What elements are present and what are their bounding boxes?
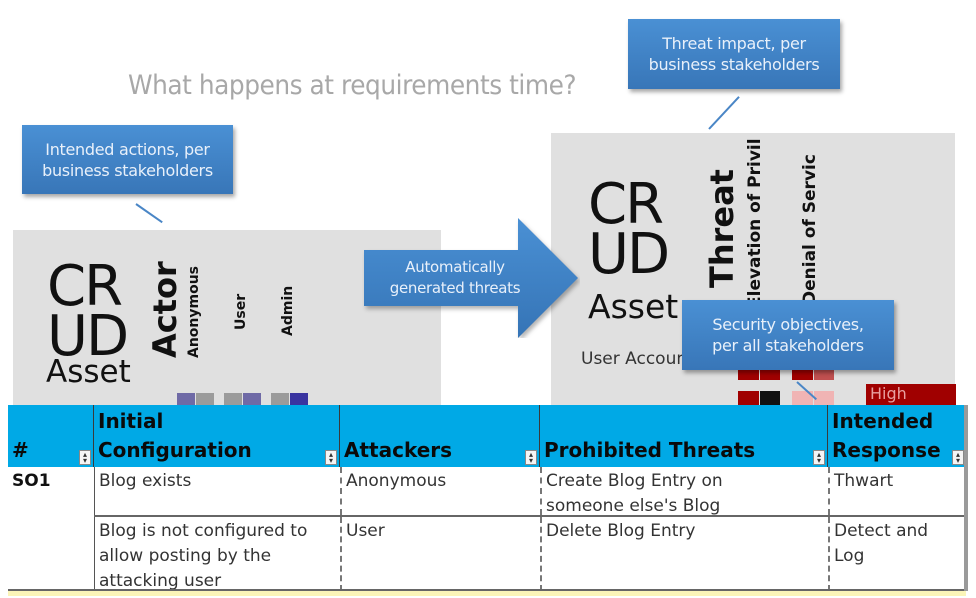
auto-generated-threats-arrow: Automatically generated threats [362,218,580,338]
threat-label-text: Elevation of Privilege [745,138,765,308]
callout-connector [135,203,163,224]
impact-cell [792,391,813,405]
cell-response: Thwart [828,467,964,515]
arrow-label: Automatically generated threats [362,250,548,306]
cell-configuration: Blog is not configured to allow posting … [94,517,340,591]
table-row: Blog exists Anonymous Create Blog Entry … [94,467,966,516]
cell-threat: Delete Blog Entry [540,517,828,591]
impact-cell [738,391,759,405]
column-header-label: # [12,438,29,462]
next-row-highlight [8,591,966,596]
column-header-label-line1: Initial [98,409,164,433]
asset-label-right: Asset [588,287,679,326]
table-right-border [964,405,968,591]
callout-line: Intended actions, per [45,139,210,159]
impact-cell [738,370,759,380]
impact-cell [814,370,834,380]
sort-icon[interactable]: ▴▾ [79,450,91,465]
asset-label-left: Asset [46,354,131,390]
security-objectives-table: # ▴▾ Initial Configuration ▴▾ Attackers … [8,405,968,598]
table-header: # ▴▾ Initial Configuration ▴▾ Attackers … [8,405,966,467]
cell-user-1 [224,393,242,405]
cell-configuration: Blog exists [94,467,340,515]
sort-icon[interactable]: ▴▾ [952,450,964,465]
impact-cell [792,370,813,380]
cell-anon-2 [196,393,214,405]
threat-denial-of-service: Denial of Service [800,155,820,305]
cell-admin-2 [290,393,308,405]
callout-line: business stakeholders [42,160,213,180]
sort-icon[interactable]: ▴▾ [813,450,825,465]
column-header-label: Configuration [98,438,252,462]
callout-threat-impact: Threat impact, per business stakeholders [628,19,840,89]
crud-line-2: UD [588,222,670,288]
cell-attackers: Anonymous [340,467,540,515]
cell-attackers: User [340,517,540,591]
impact-cell [760,391,780,405]
cell-admin-1 [271,393,289,405]
column-header-intended-response[interactable]: Intended Response ▴▾ [828,405,966,467]
threat-elevation-of-privilege: Elevation of Privilege [745,138,765,308]
threat-heading: Threat [703,169,741,288]
impact-cell [760,370,780,380]
table-row: Blog is not configured to allow posting … [94,517,966,591]
column-header-label: Prohibited Threats [544,438,756,462]
row-divider [8,589,966,591]
slide-title: What happens at requirements time? [128,70,577,101]
crud-line-2: UD [47,304,129,370]
threat-label-text: Denial of Service [800,155,820,305]
column-header-attackers[interactable]: Attackers ▴▾ [340,405,540,467]
arrow-label-line: generated threats [389,279,521,297]
arrow-shape-icon [364,218,578,338]
asset-row-user-account: User Account [581,349,694,369]
crud-line-1: CR [588,172,664,237]
row-divider [94,515,966,517]
cell-response: Detect and Log [828,517,964,591]
column-header-id[interactable]: # ▴▾ [8,405,94,467]
callout-intended-actions: Intended actions, per business stakehold… [22,125,233,194]
callout-line: Threat impact, per [662,34,806,53]
cell-threat: Create Blog Entry on someone else's Blog [540,467,828,516]
arrow-label-line: Automatically [405,258,505,276]
column-header-label: Attackers [344,438,453,462]
actor-heading: Actor [146,261,184,358]
actor-user: User [233,293,249,330]
impact-high-badge: High [866,384,956,406]
column-header-label-line1: Intended [832,409,934,433]
cell-user-2 [243,393,261,405]
actor-anonymous: Anonymous [186,265,202,358]
objective-id: SO1 [12,471,51,491]
impact-cell [814,391,834,405]
cell-anon-1 [177,393,195,405]
crud-label-left: CR UD [47,254,129,370]
callout-line: per all stakeholders [712,336,864,355]
callout-line: Security objectives, [712,315,864,334]
callout-connector [708,96,740,130]
crud-line-1: CR [47,254,123,319]
actor-admin: Admin [280,285,296,336]
callout-security-objectives: Security objectives, per all stakeholder… [682,300,894,370]
sort-icon[interactable]: ▴▾ [525,450,537,465]
column-header-label: Response [832,438,941,462]
column-header-prohibited-threats[interactable]: Prohibited Threats ▴▾ [540,405,828,467]
callout-line: business stakeholders [648,55,820,74]
column-header-initial-configuration[interactable]: Initial Configuration ▴▾ [94,405,340,467]
crud-label-right: CR UD [588,172,670,288]
sort-icon[interactable]: ▴▾ [325,450,337,465]
